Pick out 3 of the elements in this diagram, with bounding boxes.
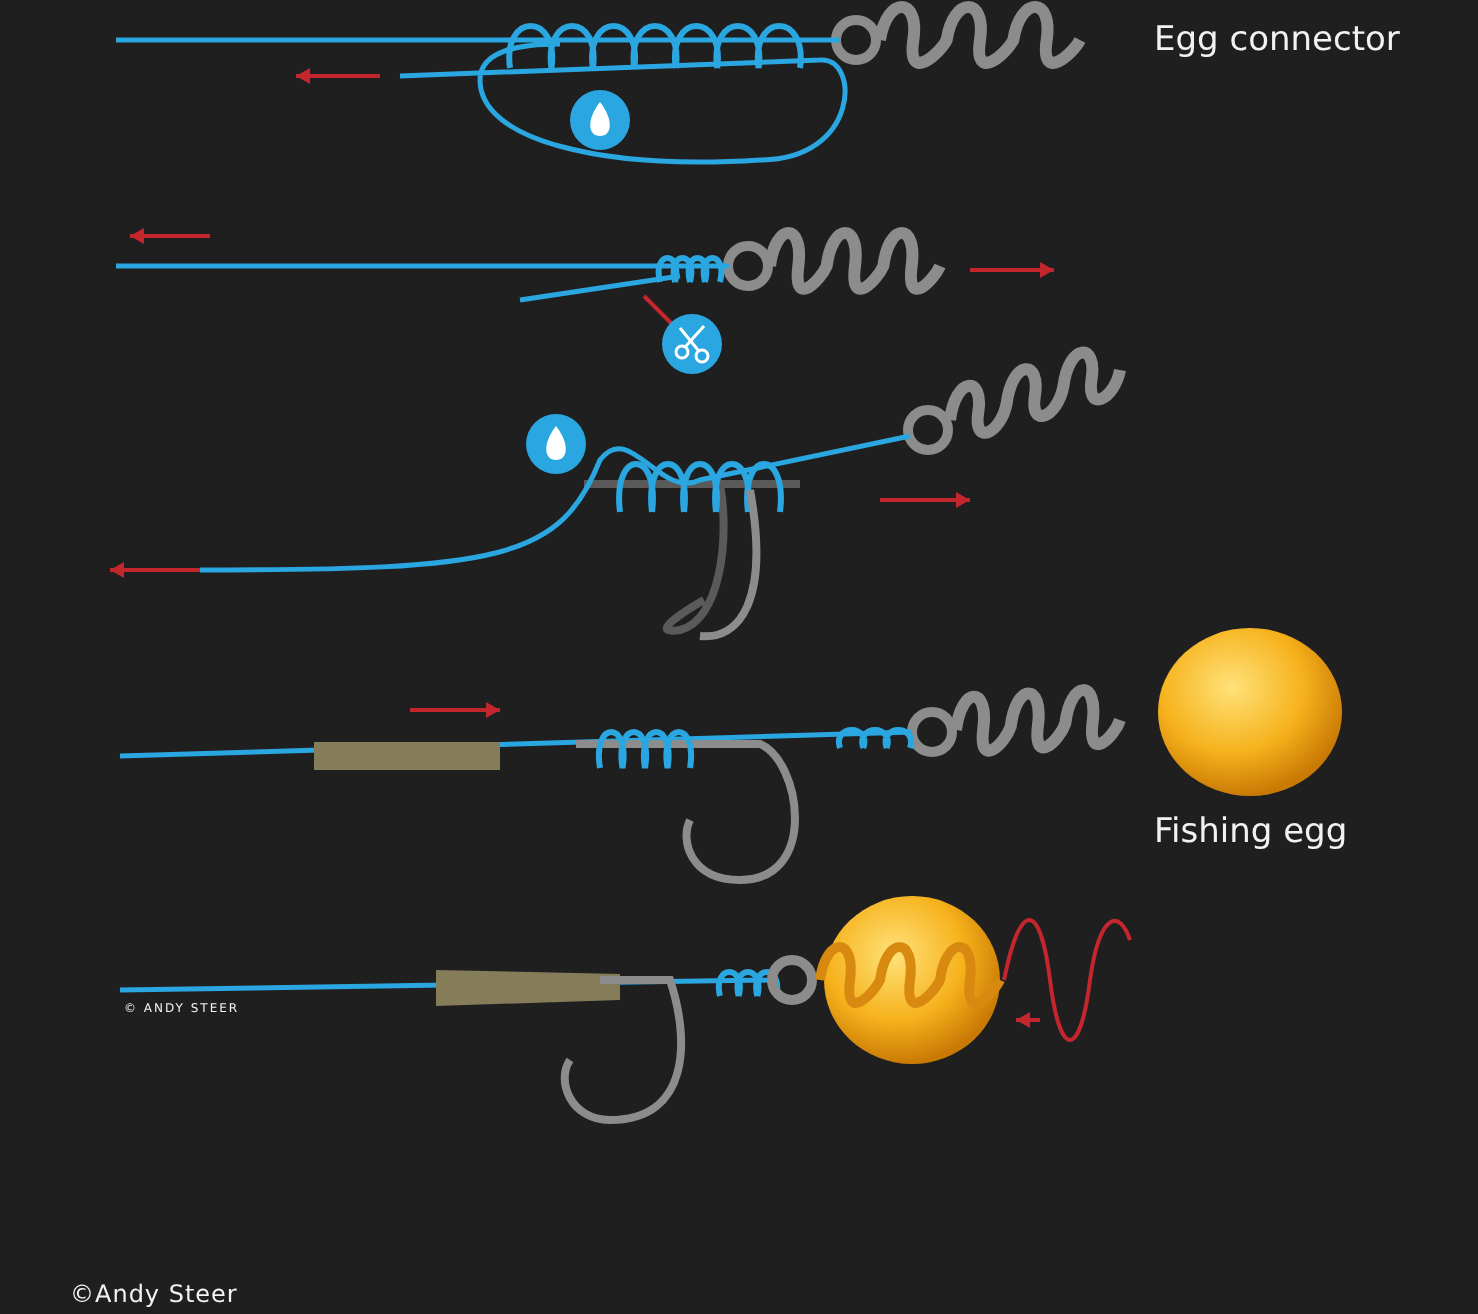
part-label: Fishing egg — [1154, 812, 1348, 852]
copyright-text: ©Andy Steer — [70, 1280, 238, 1308]
part-label: Egg connector — [1154, 20, 1400, 60]
